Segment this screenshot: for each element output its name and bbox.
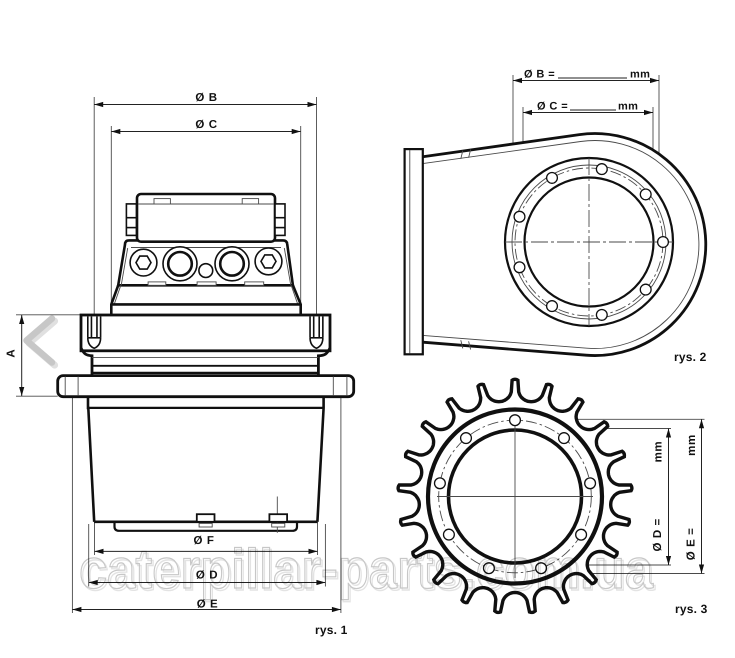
svg-text:Ø B =: Ø B =	[524, 69, 555, 81]
svg-text:Ø C: Ø C	[195, 119, 217, 131]
svg-text:Ø E: Ø E	[197, 599, 219, 611]
svg-text:Ø D =: Ø D =	[652, 518, 664, 551]
svg-text:Ø B: Ø B	[195, 92, 217, 104]
svg-text:mm: mm	[630, 69, 650, 81]
svg-text:caterpillar-parts.com.ua: caterpillar-parts.com.ua	[81, 539, 656, 602]
svg-text:rys. 3: rys. 3	[675, 602, 708, 616]
svg-text:Ø E =: Ø E =	[685, 528, 697, 561]
svg-text:mm: mm	[686, 434, 698, 456]
svg-text:rys. 2: rys. 2	[674, 350, 707, 364]
svg-text:A: A	[6, 349, 18, 357]
svg-text:Ø F: Ø F	[194, 535, 215, 547]
svg-text:caterpillar-parts.com.ua: caterpillar-parts.com.ua	[79, 537, 654, 600]
svg-text:mm: mm	[618, 101, 638, 113]
svg-text:Ø D: Ø D	[196, 570, 218, 582]
svg-text:rys. 1: rys. 1	[315, 623, 348, 637]
svg-text:mm: mm	[653, 441, 665, 463]
svg-text:Ø C =: Ø C =	[537, 101, 568, 113]
